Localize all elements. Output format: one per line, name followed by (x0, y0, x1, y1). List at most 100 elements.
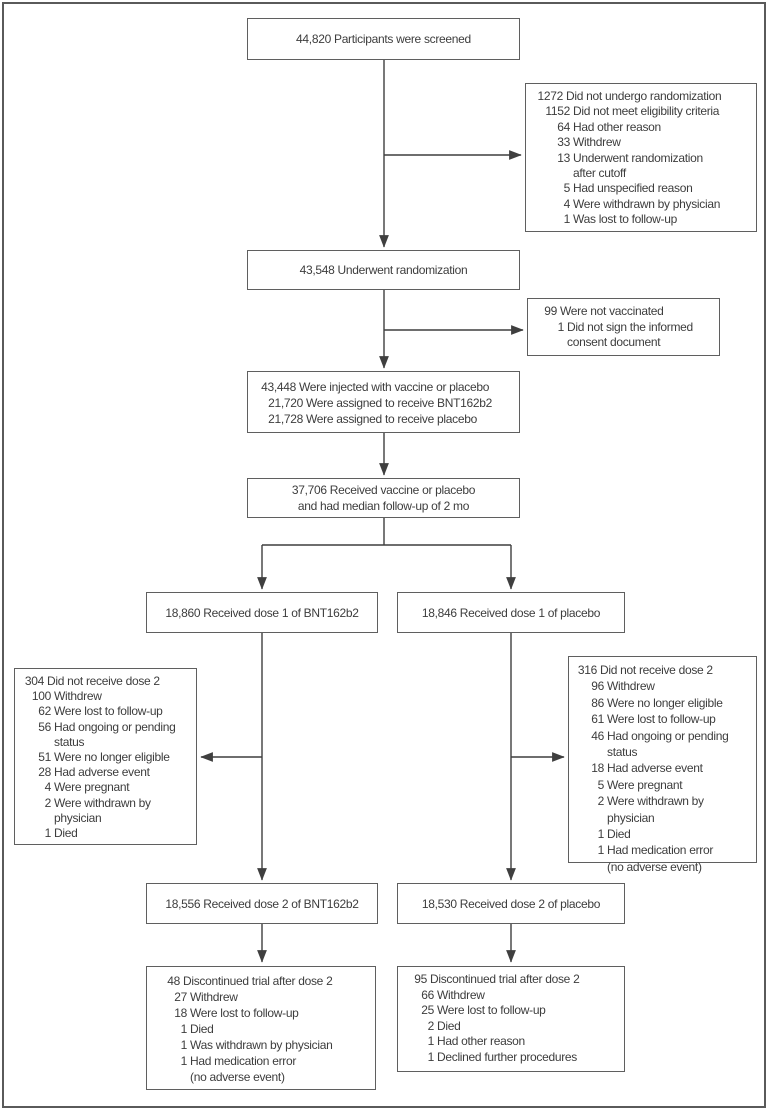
flow-reason-row: 1 Had medication error (no adverse event… (577, 842, 752, 875)
flow-reason-count: 1 (44, 825, 52, 840)
flow-reason-count: 95 (414, 972, 427, 986)
flow-reason-text: Were injected with vaccine or placebo (299, 380, 490, 394)
flow-reason-text: Had adverse event (607, 761, 703, 776)
flow-reason-count: 48 (167, 974, 180, 988)
flow-reason-row: 21,728 Were assigned to receive placebo (259, 411, 515, 427)
box-dose1-vaccine-text: 18,860 Received dose 1 of BNT162b2 (165, 605, 359, 620)
box-dose1-vaccine: 18,860 Received dose 1 of BNT162b2 (146, 592, 378, 633)
flow-reason-count: 96 (591, 679, 604, 694)
flow-reason-count: 1 (563, 212, 571, 227)
flow-reason-text: Had medication error (no adverse event) (607, 843, 714, 874)
flow-reason-text: Discontinued trial after dose 2 (430, 972, 580, 986)
flow-reason-row: 48 Discontinued trial after dose 2 (167, 973, 371, 989)
flow-reason-text: Were no longer eligible (54, 749, 170, 764)
box-dose2-placebo-text: 18,530 Received dose 2 of placebo (421, 896, 601, 911)
flow-reason-row: 64 Had other reason (536, 120, 752, 135)
flow-reason-count: 1 (557, 319, 565, 334)
flow-reason-text: Were lost to follow-up (190, 1006, 299, 1020)
flow-reason-count: 66 (421, 987, 434, 1002)
flow-reason-row: 61 Were lost to follow-up (577, 711, 752, 727)
flow-reason-row: 100 Withdrew (24, 689, 192, 704)
flow-reason-text: Were lost to follow-up (54, 704, 163, 719)
box-dose2-placebo: 18,530 Received dose 2 of placebo (397, 883, 625, 924)
flow-reason-text: Withdrew (607, 679, 655, 694)
flow-reason-count: 1 (427, 1049, 435, 1064)
flow-reason-count: 64 (557, 119, 570, 134)
flow-reason-count: 28 (38, 765, 51, 780)
flow-reason-count: 99 (544, 304, 557, 318)
flow-reason-count: 61 (591, 712, 604, 727)
flow-reason-count: 304 (24, 674, 44, 688)
flow-reason-row: 99 Were not vaccinated (544, 304, 715, 320)
box-not-randomized: 1272 Did not undergo randomization 1152 … (525, 83, 757, 232)
flow-reason-count: 86 (591, 695, 604, 710)
flow-reason-row: 5 Had unspecified reason (536, 181, 752, 196)
box-followup-text: 37,706 Received vaccine or placebo and h… (291, 483, 476, 513)
flow-reason-row: 1 Had medication error (no adverse event… (167, 1053, 371, 1085)
flow-reason-count: 5 (597, 777, 605, 792)
flow-reason-row: 1 Was lost to follow-up (536, 212, 752, 227)
flow-reason-row: 1272 Did not undergo randomization (536, 89, 752, 104)
flow-reason-row: 2 Were withdrawn by physician (577, 793, 752, 826)
flow-reason-row: 28 Had adverse event (24, 765, 192, 780)
flow-reason-count: 46 (591, 728, 604, 743)
flow-reason-text: Did not receive dose 2 (47, 674, 160, 688)
flow-reason-row: 1 Did not sign the informed consent docu… (544, 320, 715, 351)
flow-reason-text: Had other reason (437, 1034, 525, 1049)
flow-reason-text: Were pregnant (607, 777, 683, 792)
flow-reason-count: 4 (44, 780, 52, 795)
flow-reason-row: 95 Discontinued trial after dose 2 (414, 972, 620, 988)
flow-reason-row: 1 Declined further procedures (414, 1050, 620, 1066)
flow-reason-text: Had ongoing or pending status (54, 719, 176, 749)
flow-reason-row: 21,720 Were assigned to receive BNT162b2 (259, 395, 515, 411)
flow-reason-text: Discontinued trial after dose 2 (183, 974, 333, 988)
box-screened-text: 44,820 Participants were screened (296, 32, 471, 46)
flow-reason-count: 2 (597, 794, 605, 809)
flow-reason-text: Was lost to follow-up (573, 212, 677, 227)
box-followup: 37,706 Received vaccine or placebo and h… (247, 478, 520, 518)
flow-reason-count: 5 (563, 181, 571, 196)
flow-reason-count: 43,448 (261, 380, 296, 394)
flow-reason-text: Died (190, 1022, 214, 1036)
flow-reason-count: 2 (427, 1018, 435, 1033)
flow-reason-row: 66 Withdrew (414, 988, 620, 1004)
flow-reason-count: 1 (180, 1022, 188, 1036)
flow-reason-text: Were lost to follow-up (437, 1003, 546, 1018)
flow-reason-count: 13 (557, 150, 570, 165)
flow-reason-text: Withdrew (190, 990, 238, 1004)
flow-reason-row: 1 Died (24, 826, 192, 841)
flow-reason-row: 27 Withdrew (167, 989, 371, 1005)
flow-reason-text: Did not meet eligibility criteria (573, 104, 720, 119)
flow-reason-row: 96 Withdrew (577, 678, 752, 694)
flow-reason-count: 21,720 (268, 396, 303, 410)
flow-reason-count: 1 (180, 1054, 188, 1068)
flow-reason-row: 51 Were no longer eligible (24, 750, 192, 765)
flow-reason-row: 4 Were pregnant (24, 780, 192, 795)
flow-reason-count: 2 (44, 795, 52, 810)
flow-reason-text: Did not receive dose 2 (600, 663, 713, 677)
flow-reason-text: Were assigned to receive BNT162b2 (306, 396, 492, 410)
flow-reason-count: 21,728 (268, 412, 303, 426)
flow-reason-row: 316 Did not receive dose 2 (577, 662, 752, 678)
flow-reason-text: Were withdrawn by physician (573, 196, 721, 211)
box-randomized: 43,548 Underwent randomization (247, 250, 520, 290)
flow-reason-text: Had adverse event (54, 765, 150, 780)
flow-reason-text: Died (607, 826, 631, 841)
flow-reason-row: 25 Were lost to follow-up (414, 1003, 620, 1019)
flow-reason-count: 1 (597, 843, 605, 858)
flow-reason-count: 1272 (537, 89, 564, 103)
flow-reason-text: Had ongoing or pending status (607, 728, 729, 759)
flow-reason-row: 1 Died (577, 826, 752, 842)
flow-reason-row: 13 Underwent randomization after cutoff (536, 151, 752, 182)
flow-reason-text: Withdrew (573, 135, 621, 150)
flow-reason-row: 1 Died (167, 1021, 371, 1037)
flow-reason-count: 4 (563, 196, 571, 211)
flow-reason-text: Died (54, 825, 78, 840)
flow-reason-row: 46 Had ongoing or pending status (577, 728, 752, 761)
flow-reason-text: Declined further procedures (437, 1049, 577, 1064)
flow-reason-count: 56 (38, 719, 51, 734)
box-dose1-placebo: 18,846 Received dose 1 of placebo (397, 592, 625, 633)
flow-reason-row: 1 Was withdrawn by physician (167, 1037, 371, 1053)
box-randomized-text: 43,548 Underwent randomization (299, 263, 468, 277)
flow-reason-text: Withdrew (54, 689, 102, 704)
